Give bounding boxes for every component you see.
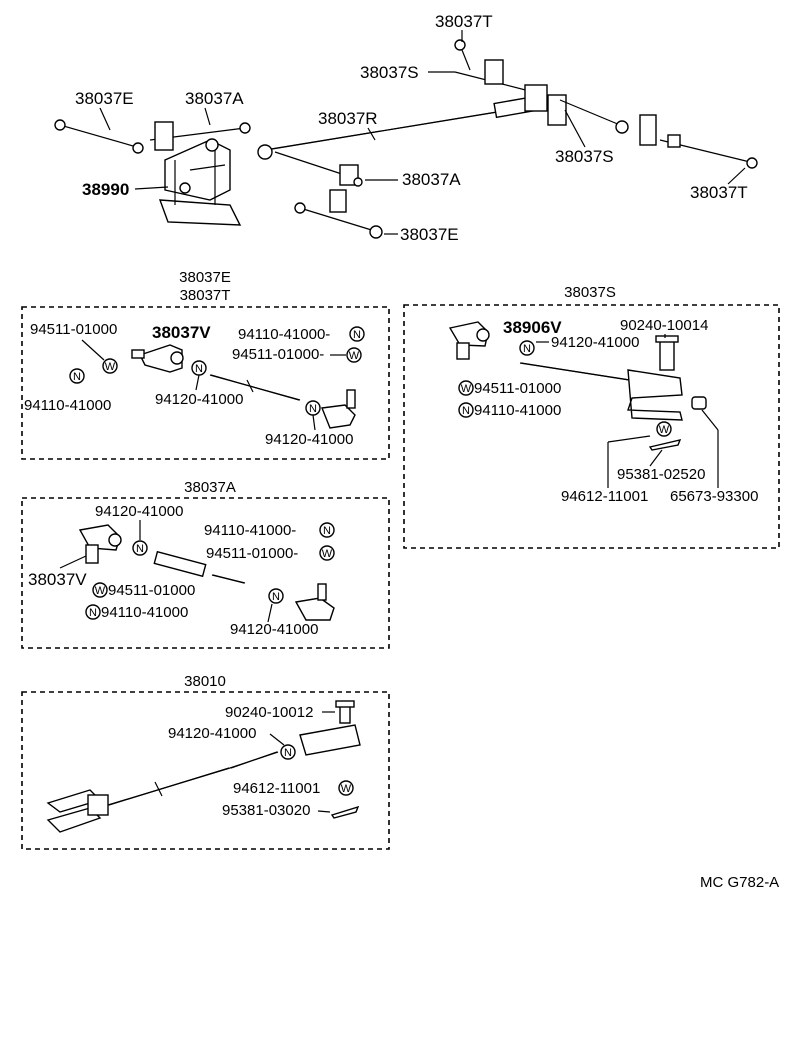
- nut-icon: N: [309, 403, 317, 415]
- group-et-p4: 94511-01000-: [232, 346, 324, 363]
- group-et-p2: 94110-41000: [24, 397, 111, 414]
- label-38037a-left: 38037A: [185, 89, 244, 108]
- nut-icon: N: [73, 371, 81, 383]
- washer-icon: W: [461, 383, 472, 395]
- group-et-p1: 94511-01000: [30, 321, 117, 338]
- group-38037a: 38037A 38037V N N W W N N 94120-41000 94…: [21, 479, 390, 649]
- nut-icon: N: [284, 747, 292, 759]
- group-et-title1: 38037E: [179, 269, 231, 286]
- group-a-p3: 94511-01000-: [206, 545, 298, 562]
- washer-icon: W: [659, 424, 670, 436]
- group-a-p6: 94120-41000: [230, 621, 318, 638]
- figure-code: MC G782-A: [700, 874, 779, 891]
- group-et-v-label: 38037V: [152, 323, 211, 342]
- group-a-p2: 94110-41000-: [204, 522, 296, 539]
- group-s-p5: 95381-02520: [617, 466, 705, 483]
- label-38037a-mid: 38037A: [402, 170, 461, 189]
- group-s-p6: 94612-11001: [561, 488, 648, 505]
- group-et-title2: 38037T: [180, 287, 231, 304]
- nut-icon: N: [195, 363, 203, 375]
- nut-icon: N: [523, 343, 531, 355]
- label-38037e-bottom: 38037E: [400, 225, 459, 244]
- nut-icon: N: [89, 607, 97, 619]
- washer-icon: W: [105, 361, 116, 373]
- nut-icon: N: [323, 525, 331, 537]
- label-38037s-top: 38037S: [360, 63, 419, 82]
- group-s-v-label: 38906V: [503, 318, 562, 337]
- group-10-p1: 90240-10012: [225, 704, 313, 721]
- group-s-p1: 90240-10014: [620, 317, 708, 334]
- group-10-title: 38010: [184, 673, 226, 690]
- washer-icon: W: [349, 350, 360, 362]
- label-38037s-right: 38037S: [555, 147, 614, 166]
- label-38037t-right: 38037T: [690, 183, 748, 202]
- group-s-p2: 94120-41000: [551, 334, 639, 351]
- nut-icon: N: [272, 591, 280, 603]
- group-et-p3: 94110-41000-: [238, 326, 330, 343]
- group-10-p3: 94612-11001: [233, 780, 320, 797]
- washer-icon: W: [95, 585, 106, 597]
- nut-icon: N: [462, 405, 470, 417]
- group-38010: 38010 N W 90240-10012 94120-41000 94612-…: [21, 673, 390, 850]
- group-s-title: 38037S: [564, 284, 616, 301]
- top-assembly: [54, 39, 758, 239]
- label-38037e-left: 38037E: [75, 89, 134, 108]
- label-38037t-top: 38037T: [435, 12, 493, 31]
- label-38990: 38990: [82, 180, 129, 199]
- washer-icon: W: [322, 548, 333, 560]
- washer-icon: W: [341, 783, 352, 795]
- group-a-title: 38037A: [184, 479, 236, 496]
- group-s-p7: 65673-93300: [670, 488, 758, 505]
- group-10-p4: 95381-03020: [222, 802, 310, 819]
- group-s-p3: 94511-01000: [474, 380, 561, 397]
- group-a-p5: 94110-41000: [101, 604, 188, 621]
- group-a-v-label: 38037V: [28, 570, 87, 589]
- nut-icon: N: [353, 329, 361, 341]
- group-38037e-t: 38037E 38037T 38037V W N N N N W 94511-0…: [21, 269, 390, 460]
- group-10-p2: 94120-41000: [168, 725, 256, 742]
- group-et-p6: 94120-41000: [265, 431, 353, 448]
- group-a-p1: 94120-41000: [95, 503, 183, 520]
- group-a-p4: 94511-01000: [108, 582, 195, 599]
- group-s-p4: 94110-41000: [474, 402, 561, 419]
- group-38037s: 38037S 38906V N W N W 90240-10014 94120-…: [403, 284, 780, 549]
- nut-icon: N: [136, 543, 144, 555]
- group-et-p5: 94120-41000: [155, 391, 243, 408]
- label-38037r: 38037R: [318, 109, 378, 128]
